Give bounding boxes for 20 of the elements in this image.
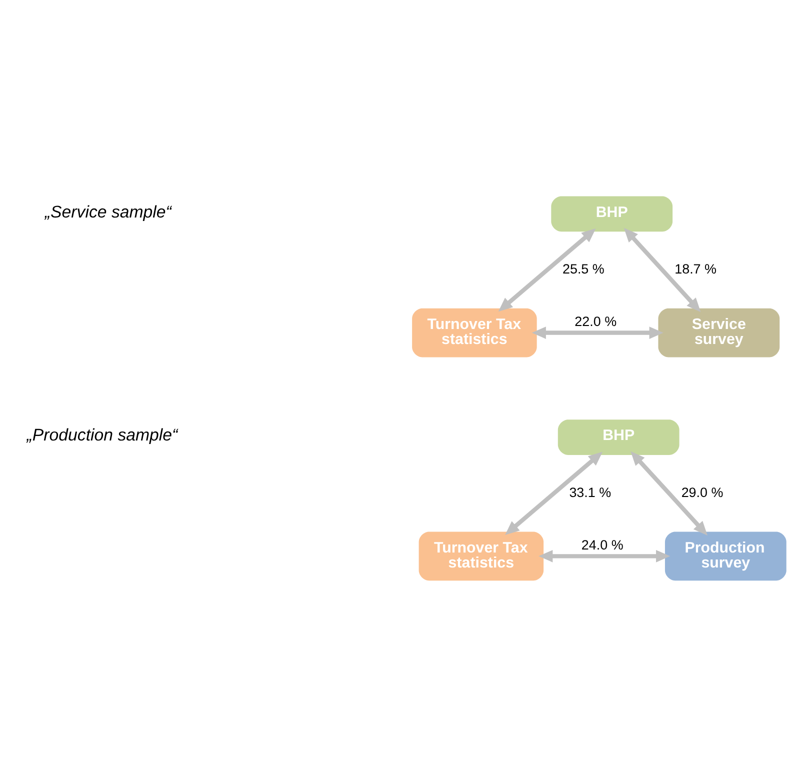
arrow: [505, 452, 603, 535]
arrow: [532, 326, 664, 339]
arrow: [498, 228, 596, 312]
arrow: [624, 228, 701, 312]
edge-label: 24.0 %: [581, 537, 624, 552]
edge-label: 33.1 %: [569, 485, 612, 500]
edge-label: 22.0 %: [574, 314, 617, 329]
node-box: BHP: [558, 420, 680, 456]
label: „Production sample“: [26, 426, 178, 445]
node-box: Turnover Tax statistics: [412, 308, 537, 358]
arrow: [630, 451, 708, 536]
node-box: BHP: [551, 196, 673, 232]
edge-label: 25.5 %: [562, 262, 604, 277]
edge-label: 18.7 %: [674, 262, 717, 277]
edge-label: 29.0 %: [681, 485, 724, 500]
label: „Service sample“: [44, 202, 172, 222]
arrow: [538, 550, 670, 562]
node-box: Turnover Tax statistics: [418, 532, 544, 581]
node-box: Production survey: [664, 532, 786, 581]
node-box: Service survey: [658, 308, 780, 358]
